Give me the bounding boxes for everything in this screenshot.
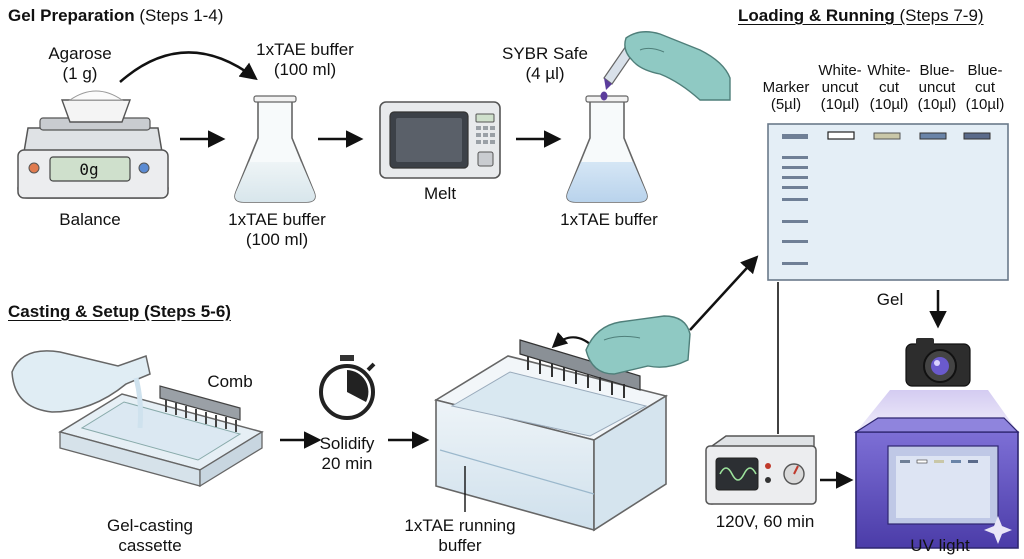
lane-label-blue-cut: Blue- cut (10µl) [960, 62, 1010, 113]
section-steps-text: (Steps 5-6) [139, 302, 231, 321]
lane-line: (10µl) [820, 96, 860, 113]
lane-line: (10µl) [917, 96, 957, 113]
label-gel: Gel [876, 290, 904, 309]
label-balance: Balance [59, 210, 121, 229]
sparkle-icon [984, 516, 1012, 544]
section-title-loading: Loading & Running (Steps 7-9) [738, 6, 984, 26]
label-tae-top-amount: (100 ml) [273, 60, 337, 79]
cassette-icon [58, 393, 264, 488]
lane-line: Blue- [919, 62, 955, 79]
lane-line [758, 62, 814, 79]
microwave-icon [379, 101, 501, 179]
lane-label-white-uncut: White- uncut (10µl) [814, 62, 866, 113]
label-tae-bottom-amount: (100 ml) [245, 230, 309, 249]
lane-line: White- [867, 62, 911, 79]
label-sybr: SYBR Safe [502, 44, 588, 63]
label-tae-stained: 1xTAE buffer [560, 210, 658, 229]
label-uv: UV light [910, 536, 970, 555]
label-solidify: Solidify [319, 434, 375, 453]
flask-icon [566, 95, 648, 203]
lane-label-white-cut: White- cut (10µl) [864, 62, 914, 113]
glove-hand-icon [585, 315, 691, 375]
label-cassette: Gel-casting [107, 516, 193, 535]
stopwatch-icon [319, 355, 376, 420]
pipette-icon [600, 45, 635, 101]
balance-icon [17, 90, 169, 199]
label-power: 120V, 60 min [715, 512, 815, 531]
lane-line: (10µl) [869, 96, 909, 113]
label-agarose: Agarose [48, 44, 112, 63]
lane-line: White- [818, 62, 862, 79]
lane-line: (5µl) [770, 96, 802, 113]
label-solidify-time: 20 min [321, 454, 373, 473]
lane-label-blue-uncut: Blue- uncut (10µl) [912, 62, 962, 113]
lane-line: uncut [918, 79, 956, 96]
comb-icon [159, 385, 241, 432]
label-running-buffer: 1xTAE running [404, 516, 516, 535]
section-title-gel-preparation: Gel Preparation (Steps 1-4) [8, 6, 223, 26]
electrophoresis-tank-icon [433, 355, 669, 532]
label-agarose-amount: (1 g) [62, 64, 98, 83]
balance-display: 0g [79, 160, 99, 179]
lane-line: cut [878, 79, 899, 96]
lane-label-marker: Marker (5µl) [758, 62, 814, 113]
lane-line: uncut [821, 79, 859, 96]
section-title-text: Casting & Setup [8, 302, 140, 321]
gel-icon [767, 123, 1009, 281]
pour-arrow-icon [119, 51, 258, 83]
section-steps-text: (Steps 1-4) [134, 6, 224, 25]
camera-icon [905, 338, 971, 387]
label-tae-top: 1xTAE buffer [256, 40, 354, 59]
lane-line: (10µl) [965, 96, 1005, 113]
section-title-text: Gel Preparation [8, 6, 135, 25]
label-cassette-2: cassette [118, 536, 182, 555]
uv-box-icon [853, 390, 1020, 549]
glove-hand-icon [624, 31, 731, 101]
lane-line: Blue- [967, 62, 1003, 79]
flask-icon [234, 95, 316, 203]
label-running-buffer-2: buffer [438, 536, 482, 555]
section-title-casting: Casting & Setup (Steps 5-6) [8, 302, 231, 322]
arrow-icon [689, 255, 759, 331]
power-supply-icon [705, 435, 817, 505]
label-sybr-amount: (4 µl) [525, 64, 565, 83]
flask-icon [11, 350, 151, 429]
label-melt: Melt [423, 184, 457, 203]
label-tae-bottom: 1xTAE buffer [228, 210, 326, 229]
section-steps-text: (Steps 7-9) [894, 6, 984, 25]
label-comb: Comb [207, 372, 253, 391]
lane-line: Marker [762, 79, 810, 96]
section-title-text: Loading & Running [738, 6, 895, 25]
lane-line: cut [974, 79, 995, 96]
